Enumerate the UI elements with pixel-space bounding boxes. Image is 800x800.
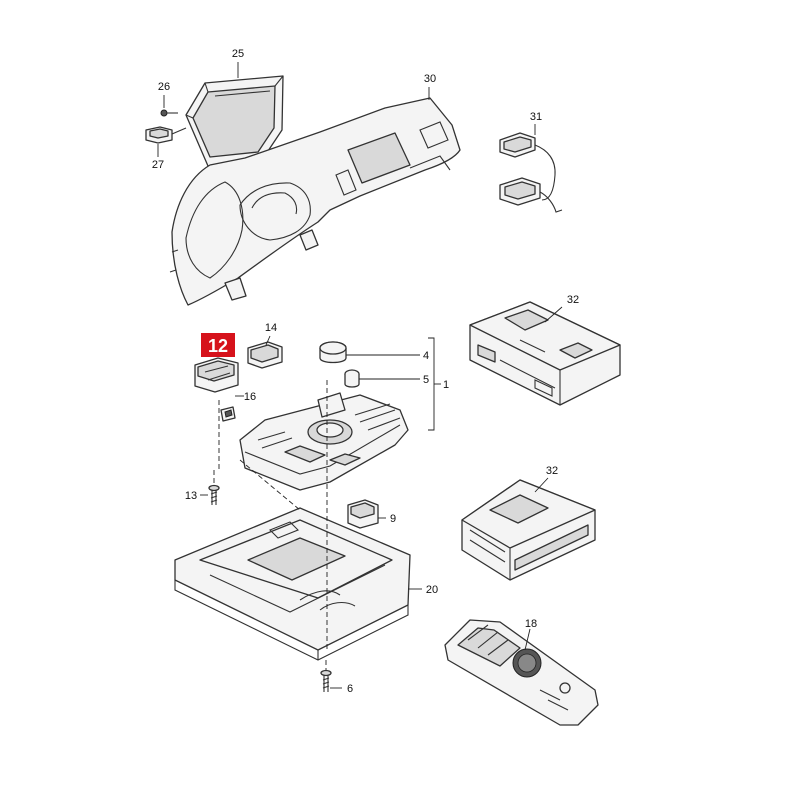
label-12: 12 — [208, 336, 228, 356]
part-30-instrument-panel — [169, 97, 461, 306]
label-14: 14 — [265, 322, 277, 334]
part-4-knob — [319, 341, 347, 364]
part-32-media-unit-lower — [461, 479, 596, 581]
label-25: 25 — [232, 48, 244, 60]
label-13: 13 — [185, 490, 197, 502]
part-13-screw — [208, 484, 220, 505]
part-14-button-cap — [247, 341, 283, 369]
label-4: 4 — [423, 350, 429, 362]
part-12-switch — [194, 357, 239, 393]
part-1-control-panel — [239, 392, 409, 491]
part-20-console-trim — [174, 507, 411, 661]
part-5-knob — [344, 369, 360, 388]
label-6: 6 — [347, 683, 353, 695]
label-27: 27 — [152, 159, 164, 171]
label-9: 9 — [390, 513, 396, 525]
label-20: 20 — [426, 584, 438, 596]
label-1: 1 — [443, 379, 449, 391]
part-32-control-module-upper — [469, 301, 621, 406]
part-12-highlight-box — [201, 333, 235, 357]
part-18-remote-control — [444, 619, 599, 726]
label-31: 31 — [530, 111, 542, 123]
part-16-clip — [220, 406, 236, 422]
label-5: 5 — [423, 374, 429, 386]
part-31-cable-adapter — [499, 132, 563, 213]
label-32-upper: 32 — [567, 294, 579, 306]
part-26-screw — [160, 109, 178, 117]
label-16: 16 — [244, 391, 256, 403]
label-18: 18 — [525, 618, 537, 630]
part-9-connector — [347, 499, 379, 529]
label-26: 26 — [158, 81, 170, 93]
part-6-screw — [320, 669, 332, 692]
part-27-bracket — [145, 126, 187, 144]
label-32-lower: 32 — [546, 465, 558, 477]
label-30: 30 — [424, 73, 436, 85]
part-25-display-screen — [185, 75, 284, 167]
leader-lines — [157, 62, 563, 689]
